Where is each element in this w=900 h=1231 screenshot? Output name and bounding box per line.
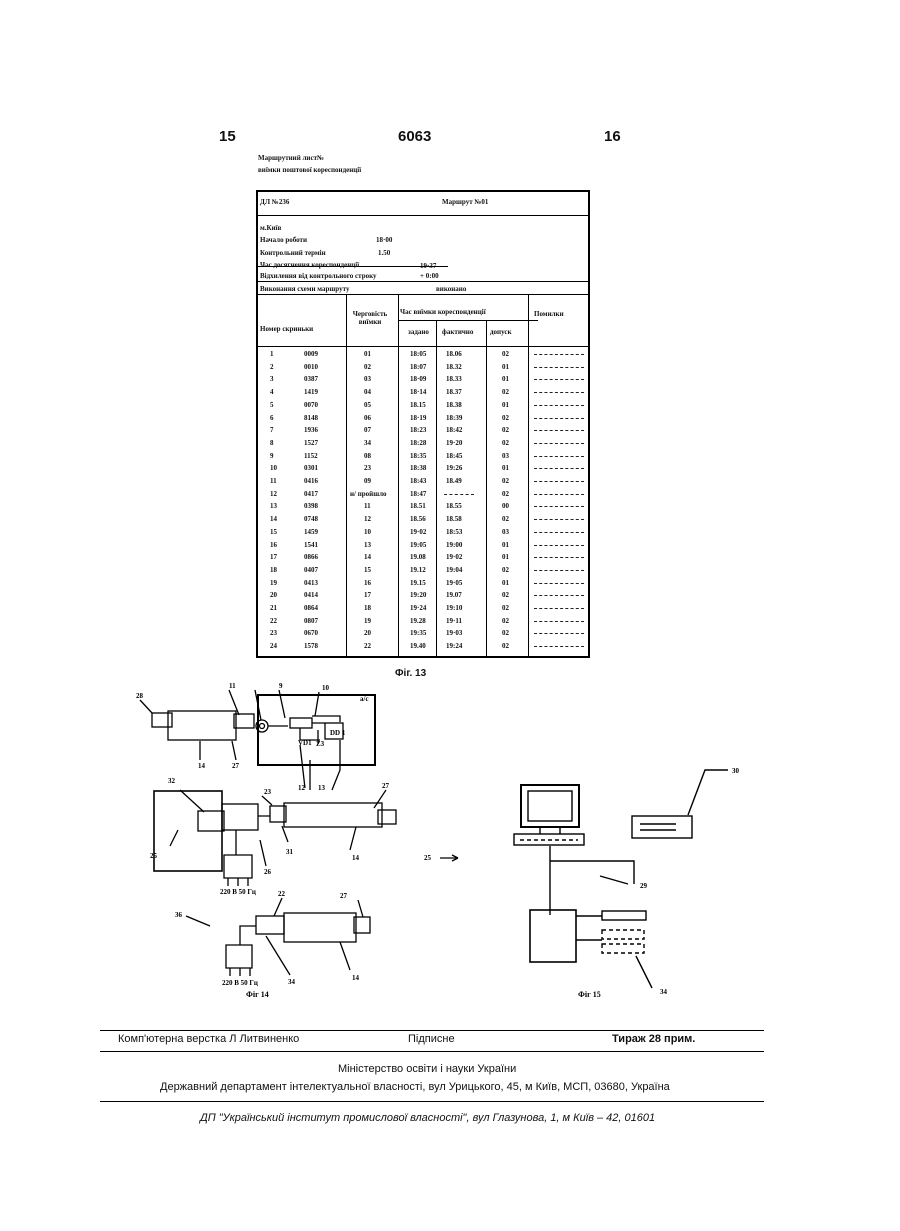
label-32: 32: [168, 777, 176, 785]
fig15-diagram: [514, 770, 728, 988]
label-28: 28: [136, 692, 144, 700]
label-34: 34: [288, 978, 296, 986]
footer-print-run: Тираж 28 прим.: [612, 1033, 695, 1045]
footer-layout: Комп'ютерна верстка Л Литвиненко: [118, 1033, 299, 1045]
label-9: 9: [279, 682, 283, 690]
footer-department: Державний департамент інтелектуальної вл…: [160, 1081, 670, 1093]
footer-signed: Підписне: [408, 1033, 455, 1045]
power-label-1: 220 В 50 Гц: [220, 888, 256, 896]
label-14a: 14: [198, 762, 206, 770]
label-30: 30: [732, 767, 740, 775]
label-29: 29: [640, 882, 648, 890]
label-14c: 14: [352, 974, 360, 982]
label-dd1: DD 1: [330, 729, 346, 737]
label-13: 13: [318, 784, 326, 792]
footer-institute: ДП "Український інститут промислової вла…: [200, 1112, 655, 1124]
label-25-fig15: 25: [424, 854, 432, 862]
label-27a: 27: [232, 762, 240, 770]
label-36: 36: [175, 911, 183, 919]
power-label-2: 220 В 50 Гц: [222, 979, 258, 987]
label-ac: a/c: [360, 695, 369, 703]
label-27c: 27: [340, 892, 348, 900]
label-26: 26: [264, 868, 272, 876]
label-11: 11: [229, 682, 236, 690]
label-27b: 27: [382, 782, 390, 790]
label-14b: 14: [352, 854, 360, 862]
label-10: 10: [322, 684, 330, 692]
label-z3: Z3: [316, 740, 325, 748]
label-12: 12: [298, 784, 306, 792]
label-25: 25: [150, 852, 158, 860]
footer-ministry: Міністерство освіти і науки України: [338, 1063, 516, 1075]
fig15-caption: Фіг 15: [578, 990, 601, 999]
label-23: 23: [264, 788, 272, 796]
label-34-fig15: 34: [660, 988, 668, 996]
fig14-caption: Фіг 14: [246, 990, 269, 999]
label-31: 31: [286, 848, 294, 856]
label-22: 22: [278, 890, 286, 898]
label-vd1: VD1: [298, 739, 312, 747]
